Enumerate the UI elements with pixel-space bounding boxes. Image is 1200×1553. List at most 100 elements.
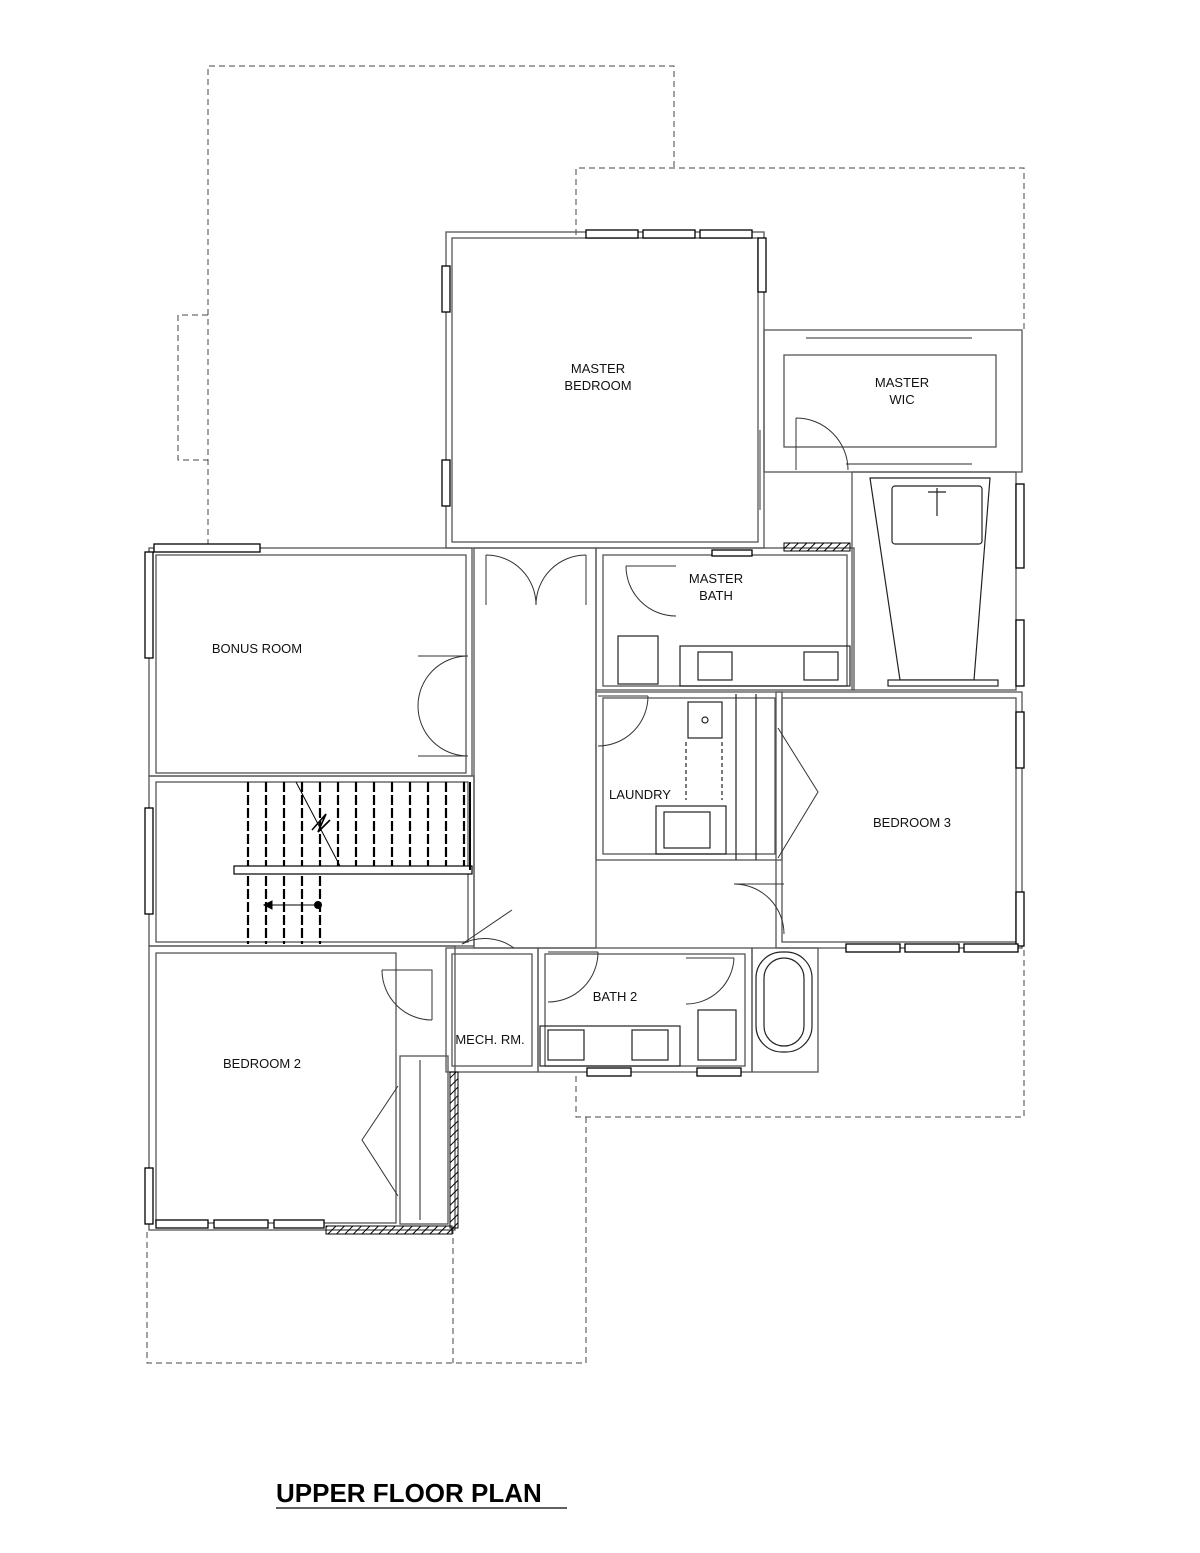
roof-outline-upper-right bbox=[575, 167, 1025, 330]
label-bedroom-2: BEDROOM 2 bbox=[223, 1056, 301, 1071]
wall-shower bbox=[851, 471, 1017, 691]
door-master-bath bbox=[625, 565, 677, 617]
walls bbox=[148, 231, 1023, 1231]
wall-stair-hall bbox=[148, 775, 475, 947]
window-master-bath bbox=[711, 549, 753, 557]
wall-master-wic-inner bbox=[783, 354, 997, 448]
master-bath-toilet-area bbox=[617, 635, 659, 685]
window-master-top-2 bbox=[642, 229, 696, 239]
master-sink-2 bbox=[803, 651, 839, 681]
stair-arrow-dot bbox=[314, 901, 322, 909]
stair-handrail bbox=[233, 865, 473, 875]
laundry-sink bbox=[687, 701, 723, 739]
window-bedroom3-bottom-3 bbox=[963, 943, 1019, 953]
door-bedroom2 bbox=[381, 969, 433, 1021]
door-master-right bbox=[535, 554, 587, 606]
laundry-drain bbox=[701, 716, 709, 724]
fixtures bbox=[539, 477, 999, 1067]
window-master-top-1 bbox=[585, 229, 639, 239]
wall-bedroom-2 bbox=[148, 945, 456, 1231]
room-labels: MASTER BEDROOM MASTER WIC MASTER BATH BO… bbox=[212, 361, 951, 1071]
door-bonus-lower bbox=[417, 705, 469, 757]
window-master-top-3 bbox=[699, 229, 753, 239]
door-bedroom2-closet bbox=[361, 1085, 399, 1197]
window-bedroom2-bottom-1 bbox=[155, 1219, 209, 1229]
bath2-tub-inner bbox=[763, 957, 805, 1047]
laundry-washer-inner bbox=[663, 811, 711, 849]
bath2-vanity bbox=[539, 1025, 681, 1067]
hatch-bedroom2-bottom bbox=[325, 1225, 453, 1235]
label-master-wic-line1: MASTER bbox=[875, 375, 929, 390]
door-bedroom3 bbox=[733, 883, 785, 935]
door-laundry bbox=[597, 695, 649, 747]
window-bedroom3-right-2 bbox=[1015, 891, 1025, 947]
window-master-left-2 bbox=[441, 459, 451, 507]
label-bedroom-3: BEDROOM 3 bbox=[873, 815, 951, 830]
bath2-toilet bbox=[697, 1009, 737, 1061]
window-bedroom3-right-1 bbox=[1015, 711, 1025, 769]
window-bedroom2-left bbox=[144, 1167, 154, 1225]
stair-arrow-head bbox=[262, 900, 273, 910]
master-shower-outline bbox=[869, 477, 991, 681]
wall-laundry bbox=[595, 691, 783, 861]
window-bonus-left bbox=[144, 551, 154, 659]
roof-outline-lower-right bbox=[575, 950, 1025, 1118]
wall-laundry-inner bbox=[602, 697, 776, 855]
shower-threshold bbox=[887, 679, 999, 687]
stair-treads-upper bbox=[246, 782, 466, 866]
wall-tub-alcove bbox=[751, 947, 819, 1073]
bath2-tub bbox=[755, 951, 813, 1053]
master-tub-faucet bbox=[928, 488, 946, 516]
wall-master-bath bbox=[595, 547, 855, 691]
windows bbox=[144, 229, 1025, 1229]
window-bedroom3-bottom-1 bbox=[845, 943, 901, 953]
window-shower-1 bbox=[1015, 483, 1025, 569]
window-stair-left bbox=[144, 807, 154, 915]
door-master-left bbox=[485, 554, 537, 606]
window-tub bbox=[696, 1067, 742, 1077]
window-bedroom2-bottom-2 bbox=[213, 1219, 269, 1229]
wall-hallway bbox=[473, 547, 597, 949]
master-bath-vanity bbox=[679, 645, 851, 687]
label-master-bath-line2: BATH bbox=[699, 588, 733, 603]
doors bbox=[361, 417, 849, 1197]
label-master-wic-line2: WIC bbox=[889, 392, 914, 407]
door-mech bbox=[461, 909, 515, 949]
wall-mech-room bbox=[445, 947, 539, 1073]
wall-bonus-room bbox=[148, 547, 473, 777]
master-sink-1 bbox=[697, 651, 733, 681]
label-master-bath-line1: MASTER bbox=[689, 571, 743, 586]
window-shower-2 bbox=[1015, 619, 1025, 687]
window-bedroom2-bottom-3 bbox=[273, 1219, 325, 1229]
laundry-washer bbox=[655, 805, 727, 855]
roof-outline-upper-left bbox=[207, 65, 675, 545]
label-laundry: LAUNDRY bbox=[609, 787, 671, 802]
wall-bonus-room-inner bbox=[155, 554, 467, 774]
stairs bbox=[233, 781, 473, 944]
window-bath2 bbox=[586, 1067, 632, 1077]
window-master-right bbox=[757, 237, 767, 293]
door-bath2-inner bbox=[685, 957, 735, 1005]
wall-bedroom-3-inner bbox=[781, 697, 1017, 943]
bath2-sink-2 bbox=[631, 1029, 669, 1061]
plan-title: UPPER FLOOR PLAN bbox=[276, 1478, 542, 1508]
wall-stair-hall-inner bbox=[155, 781, 469, 943]
door-bonus-upper bbox=[417, 655, 469, 707]
wall-mech-room-inner bbox=[451, 953, 533, 1067]
bath2-sink-1 bbox=[547, 1029, 585, 1061]
stair-treads-lower bbox=[246, 876, 322, 944]
label-master-bedroom-line2: BEDROOM bbox=[564, 378, 631, 393]
roof-outline bbox=[146, 65, 1025, 1364]
window-master-left-1 bbox=[441, 265, 451, 313]
door-bath2 bbox=[547, 951, 599, 1003]
master-tub bbox=[891, 485, 983, 545]
hatch-master-bath-top bbox=[783, 542, 851, 552]
window-bonus-top bbox=[153, 543, 261, 553]
roof-outline-lower bbox=[146, 1117, 587, 1364]
hatched-walls bbox=[325, 542, 851, 1235]
door-bedroom3-closet bbox=[777, 727, 819, 859]
door-master-wic bbox=[795, 417, 849, 471]
wall-bedroom-2-inner bbox=[155, 952, 397, 1224]
wall-bedroom-2-closet bbox=[399, 1055, 449, 1225]
